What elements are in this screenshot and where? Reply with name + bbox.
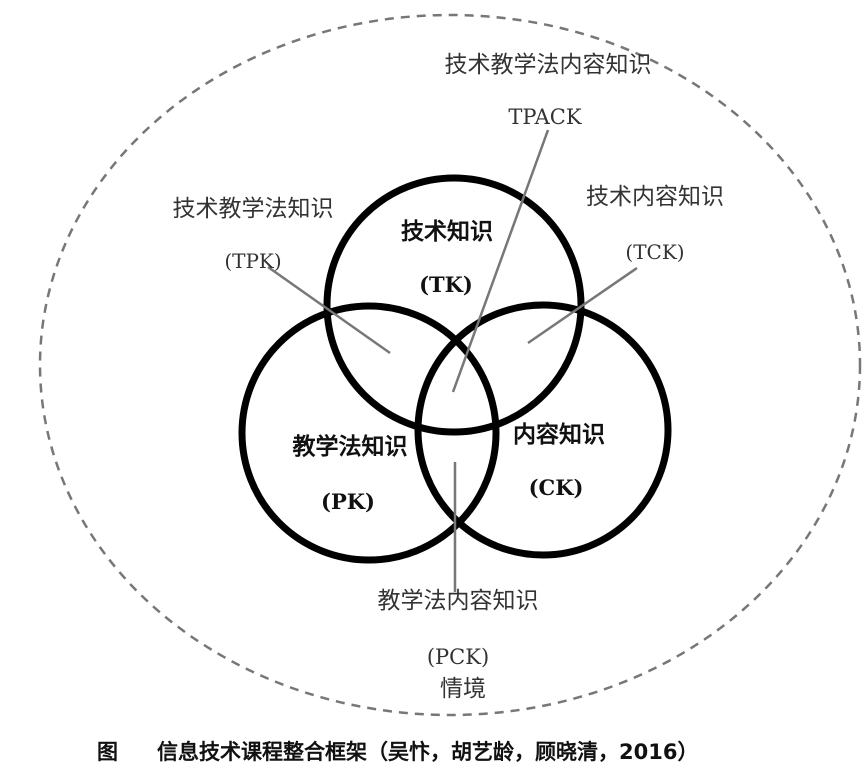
tk-name-label: 技术知识 (401, 218, 493, 245)
tck-name-label: 技术内容知识 (586, 184, 724, 210)
ck-circle (414, 301, 672, 559)
tck-abbr-label: (TCK) (625, 240, 684, 264)
context-ellipse (38, 13, 862, 717)
ck-name-label: 内容知识 (513, 421, 605, 448)
ck-abbr-label: (CK) (529, 475, 584, 500)
pk-name-label: 教学法知识 (293, 433, 408, 460)
context-label: 情境 (440, 676, 486, 702)
tk-abbr-label: (TK) (419, 272, 473, 297)
tck-leader-line (527, 266, 638, 345)
figure-caption-text: 信息技术课程整合框架（吴忭，胡艺龄，顾晓清，2016） (157, 740, 698, 764)
tpack-abbr-label: TPACK (508, 105, 581, 129)
pck-name-label: 教学法内容知识 (378, 588, 539, 614)
tpk-leader-line (267, 265, 391, 355)
tpack-leader-line (451, 129, 550, 393)
tpk-name-label: 技术教学法知识 (173, 196, 334, 222)
tpk-abbr-label: (TPK) (224, 249, 281, 273)
pk-circle (238, 302, 500, 564)
tpack-name-label: 技术教学法内容知识 (445, 52, 652, 78)
tk-circle (323, 174, 585, 436)
pck-abbr-label: (PCK) (427, 645, 489, 669)
pk-abbr-label: (PK) (321, 489, 375, 514)
figure-caption-label: 图 (97, 740, 118, 764)
